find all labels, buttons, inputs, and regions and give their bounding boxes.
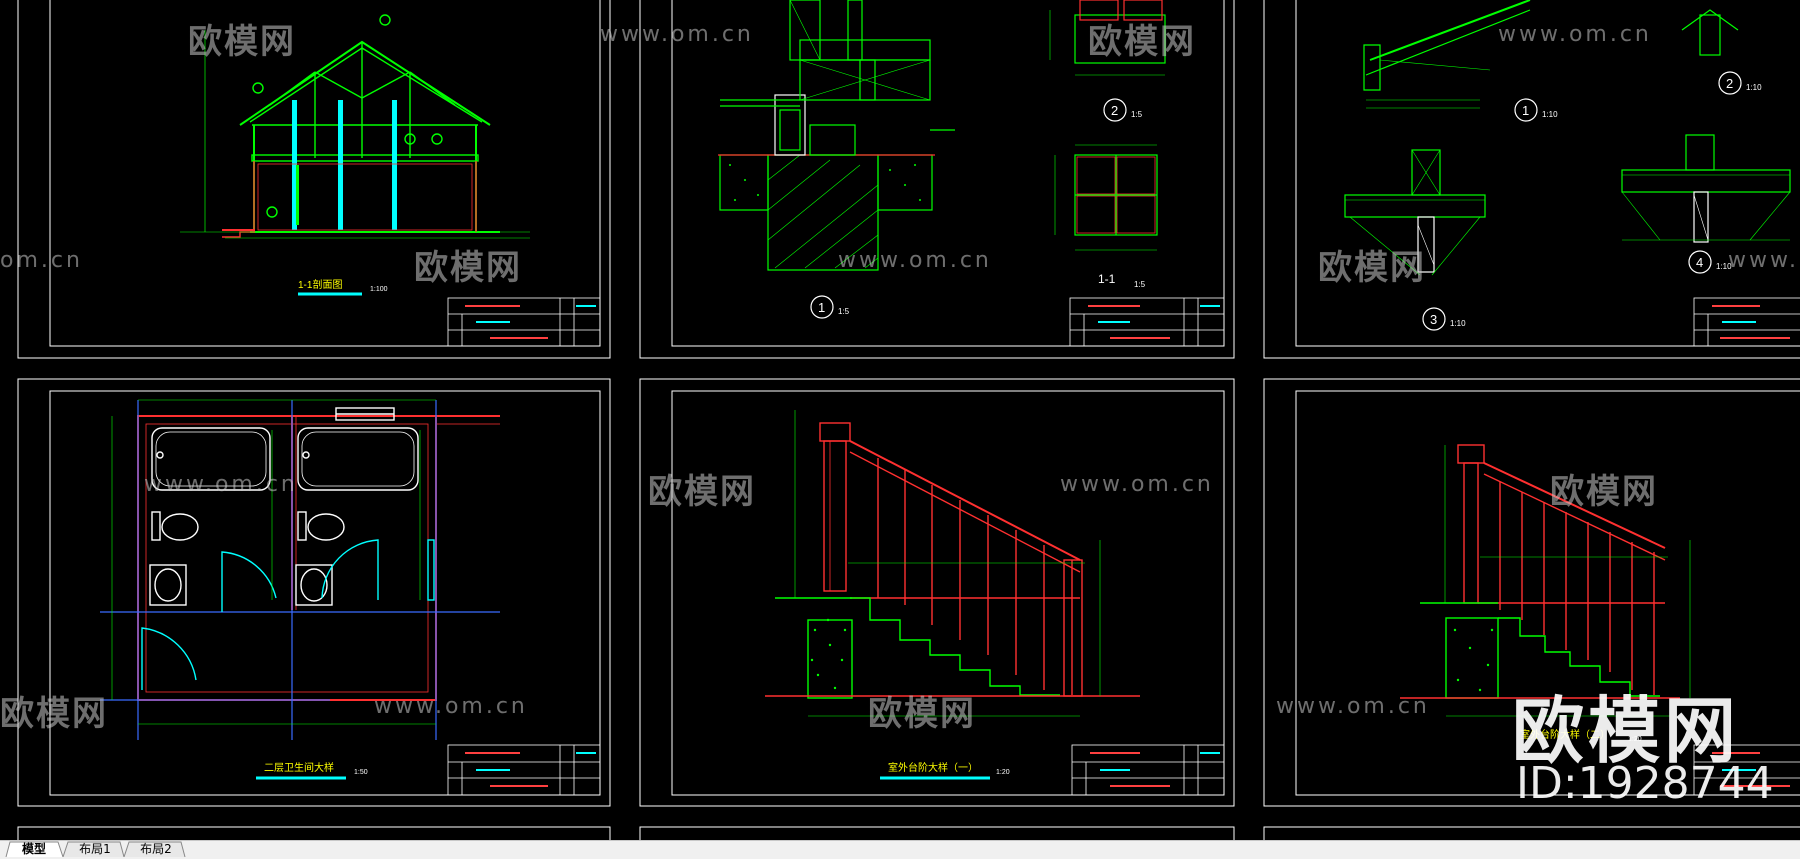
sheet-3-detail-drawing: [1344, 0, 1791, 331]
sheet-4-title: 二层卫生间大样: [264, 761, 334, 774]
sheet-3-scale-1: 1:10: [1542, 110, 1558, 119]
sheet-3-detail-label-1: 1: [1522, 103, 1529, 118]
title-block-5: [1071, 744, 1225, 796]
tab-outline: [5, 841, 186, 857]
sheet-3-scale-2: 1:10: [1746, 83, 1762, 92]
sheet-2-detail-label-1: 1: [818, 300, 825, 315]
model-id-label: ID:1928744: [1516, 758, 1774, 809]
layout-tab-bar: 模型 布局1 布局2: [0, 840, 1800, 859]
sheet-3-detail-label-3: 3: [1430, 312, 1437, 327]
sheet-4-plan-drawing: [100, 399, 500, 780]
sheet-2-scale-2: 1:5: [1131, 110, 1143, 119]
sheet-5-title: 室外台阶大样（一）: [888, 761, 978, 774]
title-block-1: [447, 297, 601, 347]
sheet-1-title: 1-1剖面图: [298, 278, 342, 291]
title-block-text: [465, 305, 1790, 787]
sheet-3-detail-label-2: 2: [1726, 76, 1733, 91]
tab-layout-2[interactable]: 布局2: [140, 842, 172, 856]
sheet-3-scale-4: 1:10: [1716, 262, 1732, 271]
sheet-3-scale-3: 1:10: [1450, 319, 1466, 328]
tab-layout-1[interactable]: 布局1: [79, 842, 111, 856]
brand-watermark-large: 欧模网: [1512, 689, 1741, 773]
sheet-1-scale: 1:100: [370, 286, 388, 293]
title-blocks: [447, 297, 1800, 796]
sheet-frames: [17, 0, 1800, 840]
sheet-6-title: 室外台阶大样（二）: [1520, 728, 1610, 741]
cad-model-space[interactable]: 1-1剖面图 1:100 1 1:5 2 1:5 1-1 1:5 1 1:10 …: [0, 0, 1800, 840]
sheet-1-section-drawing: [180, 14, 530, 296]
sheet-2-detail-drawing: [718, 0, 1166, 319]
sheet-2-scale-1: 1:5: [838, 307, 850, 316]
sheet-5-stair-drawing: [765, 410, 1140, 780]
title-block-6: [1693, 744, 1800, 796]
sheet-2-scale-3: 1:5: [1134, 280, 1146, 289]
sheet-5-scale: 1:20: [996, 769, 1010, 776]
sheet-2-detail-label-3: 1-1: [1098, 272, 1116, 286]
sheet-6-scale: 1:20: [1628, 736, 1642, 743]
tab-model[interactable]: 模型: [21, 842, 46, 856]
sheet-2-detail-label-2: 2: [1111, 103, 1118, 118]
sheet-6-stair-drawing: [1400, 444, 1691, 717]
title-block-4: [447, 744, 601, 796]
title-block-3: [1693, 297, 1800, 347]
title-block-2: [1069, 297, 1225, 347]
sheet-4-scale: 1:50: [354, 769, 368, 776]
sheet-3-detail-label-4: 4: [1696, 255, 1703, 270]
